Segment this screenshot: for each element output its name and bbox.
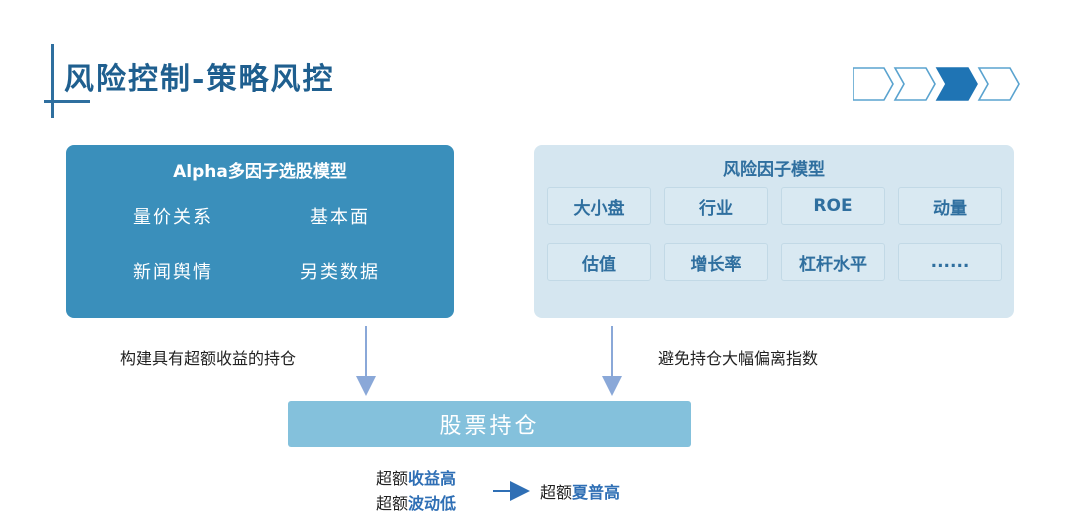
risk-factor-chip: ROE (781, 187, 885, 225)
outcome-highlight: 夏普高 (572, 483, 621, 502)
progress-step (977, 67, 1020, 101)
outcome-prefix: 超额 (376, 494, 409, 513)
progress-step (893, 67, 936, 101)
progress-step-active (935, 67, 978, 101)
risk-factor-chip: ...... (898, 243, 1002, 281)
stock-holding-box: 股票持仓 (288, 401, 691, 447)
outcome-prefix: 超额 (376, 469, 409, 488)
outcome-low-volatility: 超额波动低 (376, 490, 456, 514)
outcome-high-sharpe: 超额夏普高 (540, 479, 620, 503)
risk-factor-chip: 增长率 (664, 243, 768, 281)
risk-model-panel: 风险因子模型 大小盘 行业 ROE 动量 估值 增长率 杠杆水平 ...... (534, 145, 1014, 318)
alpha-model-title: Alpha多因子选股模型 (173, 162, 347, 182)
risk-factor-chip: 杠杆水平 (781, 243, 885, 281)
note-avoid-index-deviation: 避免持仓大幅偏离指数 (658, 349, 819, 368)
alpha-model-panel: Alpha多因子选股模型 量价关系 基本面 新闻舆情 另类数据 (66, 145, 454, 318)
alpha-item-price-volume: 量价关系 (133, 207, 213, 228)
alpha-item-news-sentiment: 新闻舆情 (133, 262, 213, 283)
risk-factor-chip: 大小盘 (547, 187, 651, 225)
progress-chevrons (853, 67, 1020, 101)
risk-factor-chip: 估值 (547, 243, 651, 281)
progress-step (853, 67, 894, 101)
outcome-highlight: 波动低 (408, 494, 457, 513)
title-accent-horizontal (44, 100, 90, 103)
alpha-item-fundamentals: 基本面 (310, 207, 370, 228)
note-excess-return-holding: 构建具有超额收益的持仓 (120, 349, 297, 368)
outcome-prefix: 超额 (540, 483, 573, 502)
outcome-high-return: 超额收益高 (376, 465, 456, 489)
risk-factor-chip: 行业 (664, 187, 768, 225)
risk-factor-chip: 动量 (898, 187, 1002, 225)
alpha-item-alternative-data: 另类数据 (300, 262, 380, 283)
page-title: 风险控制-策略风控 (64, 62, 335, 97)
risk-model-title: 风险因子模型 (723, 160, 825, 180)
title-accent-vertical (51, 44, 54, 118)
outcome-highlight: 收益高 (408, 469, 457, 488)
